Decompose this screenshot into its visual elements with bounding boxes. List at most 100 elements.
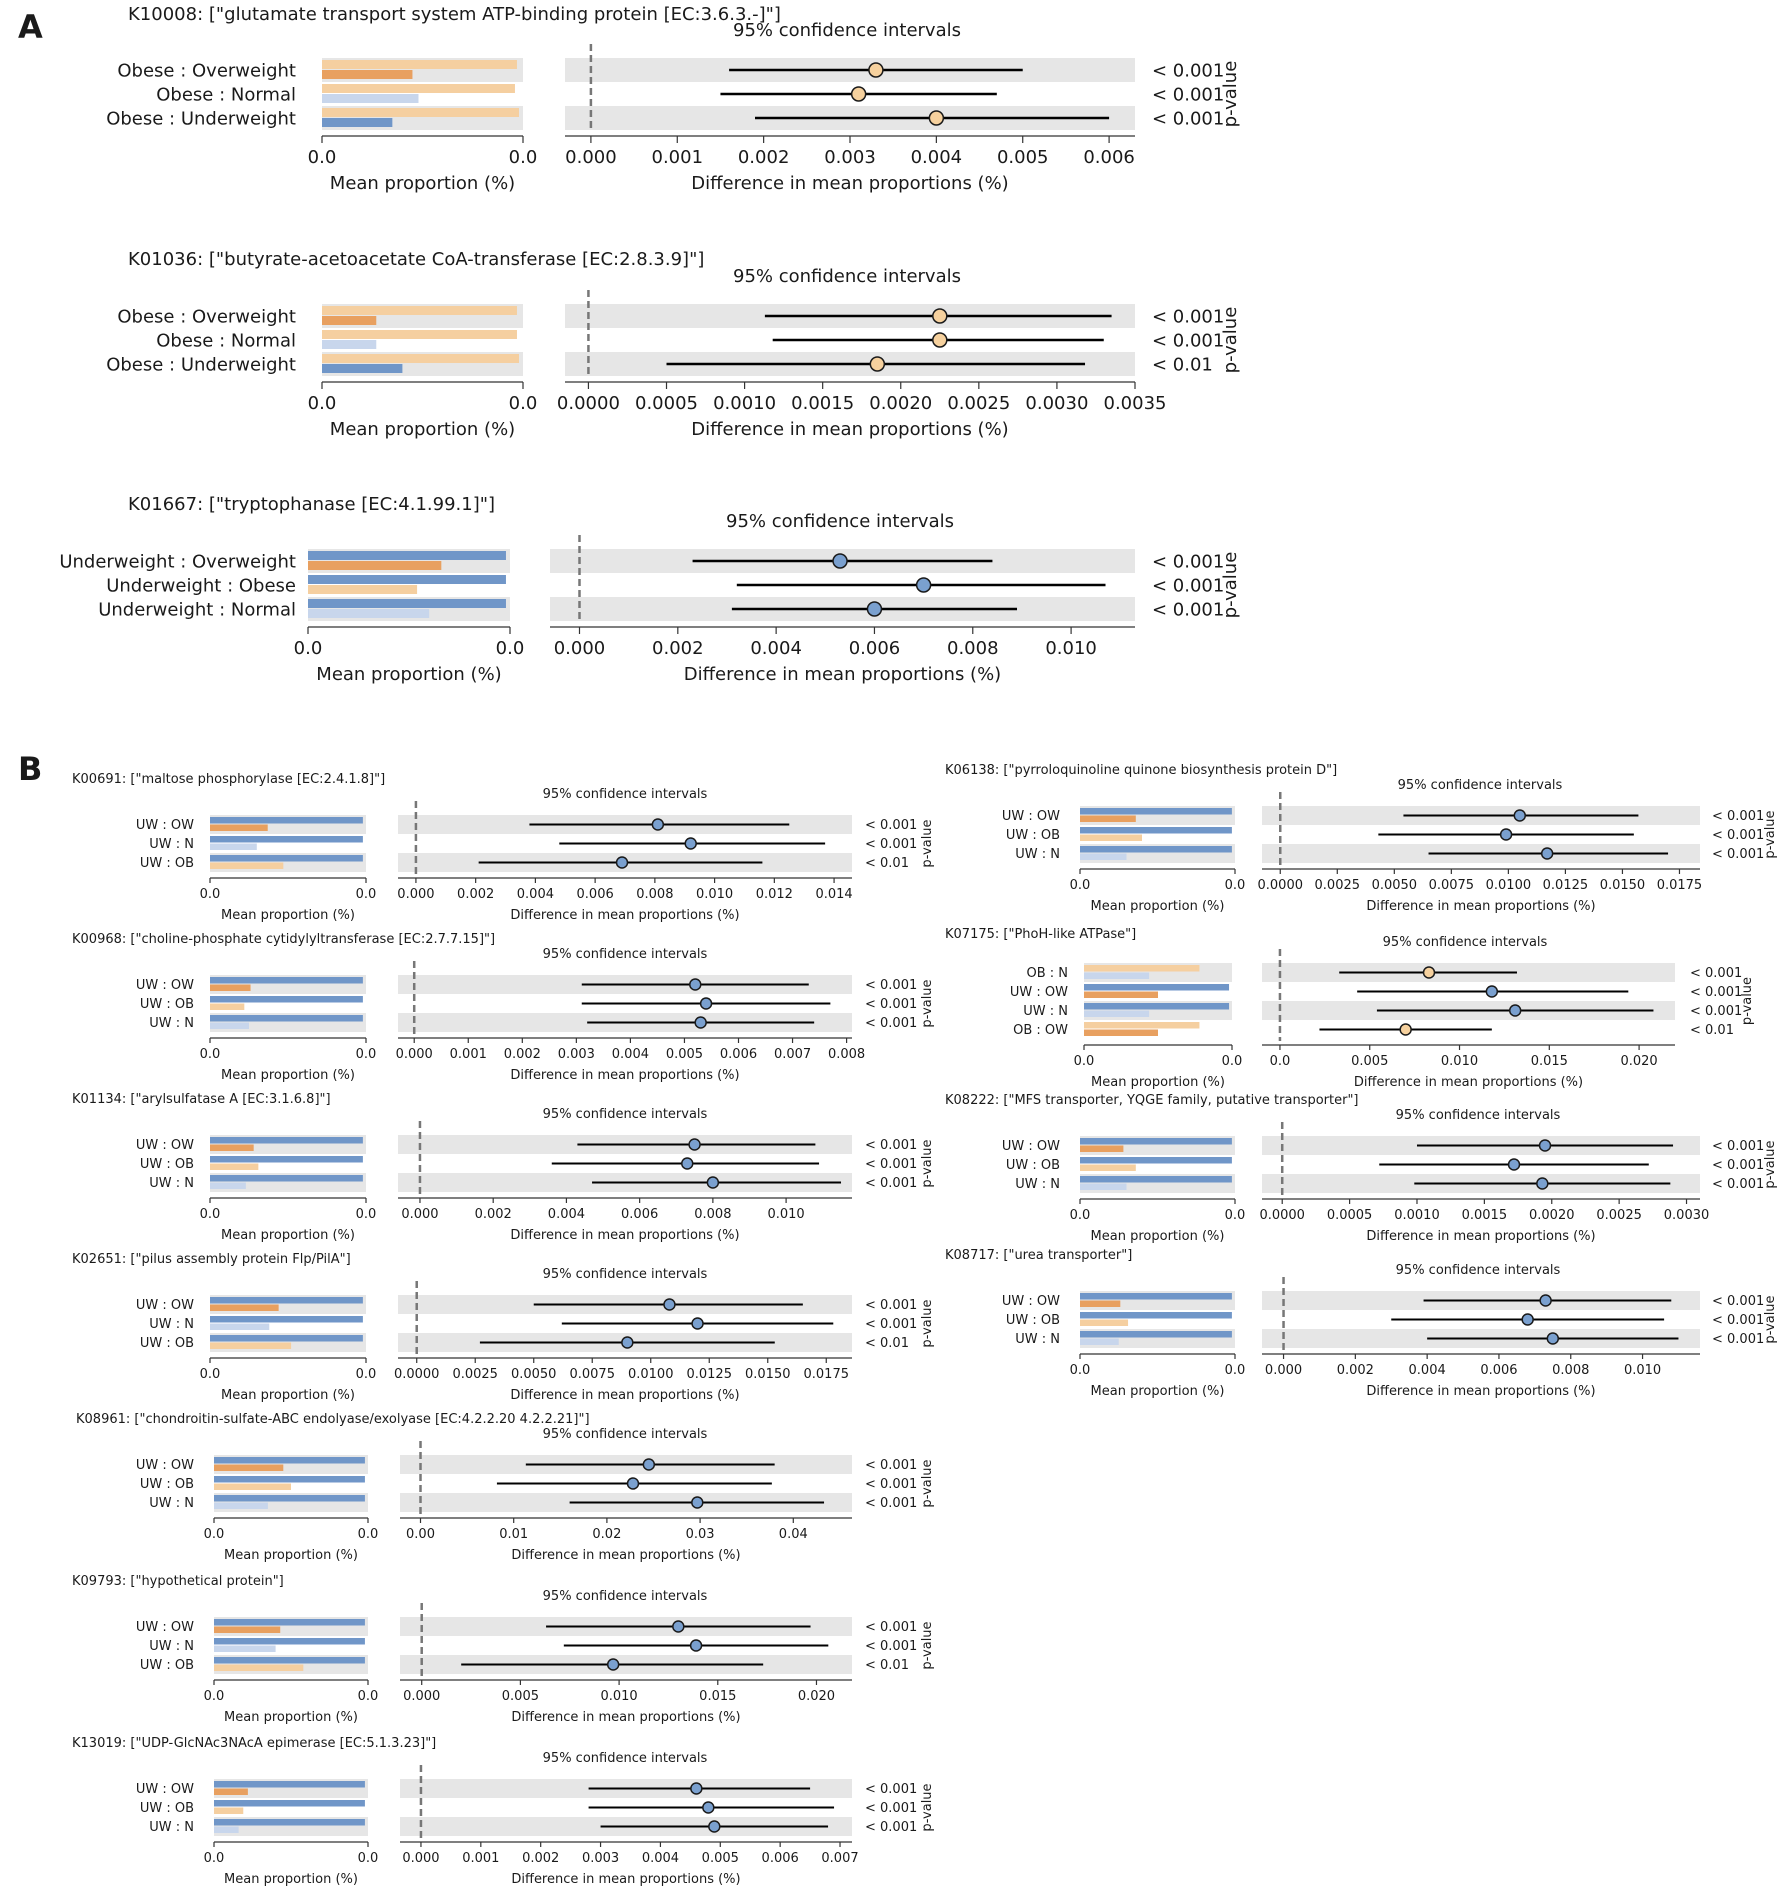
- diff-axis-label: Difference in mean proportions (%): [510, 1228, 739, 1243]
- p-value: < 0.001: [1152, 330, 1224, 351]
- mean-bar-n: [322, 94, 419, 103]
- mean-bar-ow: [214, 1626, 281, 1633]
- p-value: < 0.001: [865, 1138, 917, 1153]
- diff-tick-label: 0.0005: [1327, 1208, 1373, 1223]
- diff-tick-label: 0.004: [911, 147, 963, 168]
- diff-tick-label: 0.000: [565, 147, 617, 168]
- diff-tick-label: 0.000: [401, 1207, 438, 1222]
- p-value: < 0.01: [865, 1336, 909, 1351]
- diff-tick-label: 0.0100: [628, 1367, 674, 1382]
- diff-tick-label: 0.0030: [1664, 1208, 1710, 1223]
- p-value: < 0.001: [865, 1639, 917, 1654]
- ci-heading: 95% confidence intervals: [1396, 1108, 1561, 1123]
- diff-axis-label: Difference in mean proportions (%): [510, 1068, 739, 1083]
- diff-tick-label: 0.0000: [557, 393, 620, 414]
- ci-heading: 95% confidence intervals: [543, 1427, 708, 1442]
- p-value: < 0.001: [1152, 84, 1224, 105]
- row-label: Underweight : Overweight: [59, 551, 296, 572]
- row-label: UW : OW: [136, 1298, 194, 1313]
- mean-bar-ow: [210, 1304, 279, 1311]
- p-value: < 0.001: [1152, 551, 1224, 572]
- mean-bar-uw: [1080, 846, 1232, 853]
- estimate-dot: [1499, 828, 1513, 841]
- bar-tick-label: 0.0: [294, 638, 323, 659]
- diff-tick-label: 0.005: [702, 1851, 739, 1866]
- p-value: < 0.001: [1712, 1332, 1764, 1347]
- mean-bar-n: [322, 340, 377, 349]
- diff-axis-label: Difference in mean proportions (%): [1366, 1229, 1595, 1244]
- estimate-dot: [651, 818, 665, 831]
- mean-axis-label: Mean proportion (%): [330, 173, 515, 194]
- diff-tick-label: 0.007: [821, 1851, 858, 1866]
- mean-bar-uw: [1080, 1312, 1232, 1319]
- diff-axis-label: Difference in mean proportions (%): [1366, 1384, 1595, 1399]
- bar-tick-label: 0.0: [200, 1367, 221, 1382]
- diff-tick-label: 0.02: [592, 1527, 621, 1542]
- mean-bar-ob: [322, 306, 517, 315]
- mean-bar-ow: [1080, 1300, 1121, 1307]
- bar-tick-label: 0.0: [1070, 878, 1091, 893]
- pvalue-axis-label: p-value: [1763, 810, 1778, 858]
- diff-tick-label: 0.004: [517, 887, 554, 902]
- diff-tick-label: 0.000: [402, 1851, 439, 1866]
- estimate-dot: [626, 1477, 640, 1490]
- mean-bar-uw: [214, 1657, 365, 1664]
- p-value: < 0.001: [1712, 847, 1764, 862]
- diff-tick-label: 0.0175: [804, 1367, 850, 1382]
- mean-bar-ow: [322, 316, 377, 325]
- diff-tick-label: 0.0: [1270, 1054, 1291, 1069]
- chart-title: K08222: ["MFS transporter, YQGE family, …: [945, 1093, 1359, 1108]
- p-value: < 0.001: [1690, 966, 1742, 981]
- pvalue-axis-label: p-value: [920, 979, 935, 1027]
- p-value: < 0.001: [865, 1496, 917, 1511]
- estimate-dot: [689, 978, 702, 991]
- row-label: Underweight : Normal: [98, 599, 296, 620]
- mean-bar-ow: [1084, 991, 1158, 998]
- ci-heading: 95% confidence intervals: [543, 787, 708, 802]
- forest-plot-k06138: K06138: ["pyrroloquinoline quinone biosy…: [945, 763, 1778, 914]
- p-value: < 0.001: [1152, 108, 1224, 129]
- diff-tick-label: 0.0025: [1596, 1208, 1642, 1223]
- p-value: < 0.001: [865, 1782, 917, 1797]
- estimate-dot: [1539, 1294, 1552, 1307]
- mean-axis-label: Mean proportion (%): [1091, 1229, 1225, 1244]
- diff-tick-label: 0.00: [406, 1527, 435, 1542]
- mean-bar-uw: [210, 836, 363, 843]
- chart-title: K13019: ["UDP-GlcNAc3NAcA epimerase [EC:…: [72, 1736, 436, 1751]
- p-value: < 0.001: [865, 1458, 917, 1473]
- mean-bar-n: [1084, 972, 1150, 979]
- mean-bar-uw: [1080, 1176, 1232, 1183]
- mean-axis-label: Mean proportion (%): [316, 664, 501, 685]
- diff-axis-label: Difference in mean proportions (%): [511, 1548, 740, 1563]
- row-label: UW : OB: [1006, 828, 1060, 843]
- estimate-dot: [1507, 1158, 1521, 1171]
- mean-bar-ob: [214, 1664, 304, 1671]
- estimate-dot: [1538, 1139, 1552, 1152]
- diff-tick-label: 0.0050: [1372, 878, 1418, 893]
- diff-tick-label: 0.0015: [791, 393, 854, 414]
- row-label: Obese : Underweight: [106, 108, 296, 129]
- p-value: < 0.001: [865, 1477, 917, 1492]
- mean-bar-uw: [210, 996, 363, 1003]
- row-label: UW : OB: [140, 1157, 194, 1172]
- diff-tick-label: 0.006: [849, 638, 901, 659]
- estimate-dot: [1485, 985, 1499, 998]
- mean-bar-n: [210, 1022, 249, 1029]
- row-label: UW : N: [149, 1317, 194, 1332]
- p-value: < 0.001: [1712, 1158, 1764, 1173]
- diff-tick-label: 0.010: [767, 1207, 804, 1222]
- diff-tick-label: 0.0125: [686, 1367, 732, 1382]
- diff-tick-label: 0.0025: [1315, 878, 1361, 893]
- estimate-dot: [615, 856, 629, 869]
- diff-axis-label: Difference in mean proportions (%): [511, 1872, 740, 1887]
- row-label: UW : OB: [140, 1658, 194, 1673]
- mean-axis-label: Mean proportion (%): [1091, 1075, 1225, 1090]
- diff-tick-label: 0.002: [457, 887, 494, 902]
- row-label: Obese : Normal: [156, 330, 296, 351]
- diff-tick-label: 0.0015: [1462, 1208, 1508, 1223]
- ci-heading: 95% confidence intervals: [733, 20, 961, 41]
- estimate-dot: [690, 1782, 703, 1795]
- diff-axis-label: Difference in mean proportions (%): [691, 419, 1008, 440]
- pvalue-axis-label: p-value: [920, 1299, 935, 1347]
- mean-bar-uw: [210, 1137, 363, 1144]
